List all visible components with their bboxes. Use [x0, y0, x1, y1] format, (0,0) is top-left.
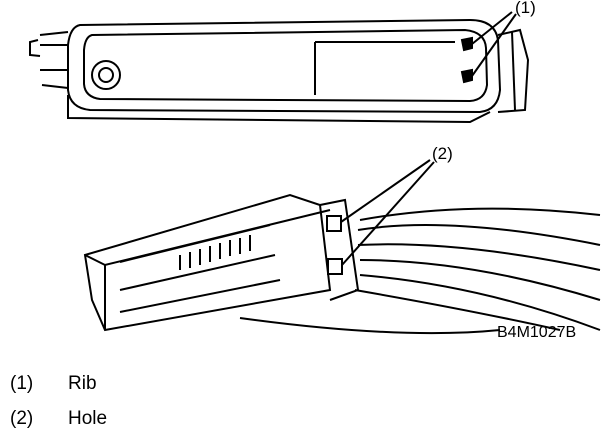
- legend-label: Rib: [68, 373, 97, 394]
- leader-line-1a: [471, 11, 513, 45]
- figure-code: B4M1027B: [497, 324, 577, 341]
- leader-line-2b: [341, 161, 435, 266]
- leader-line-2a: [340, 159, 431, 223]
- legend-label: Hole: [68, 408, 108, 429]
- callout-hole: (2): [432, 144, 453, 163]
- legend-item-hole: (2) Hole: [10, 408, 107, 430]
- legend-item-rib: (1) Rib: [10, 373, 97, 395]
- legend-number: (1): [10, 373, 34, 394]
- legend-number: (2): [10, 408, 34, 429]
- connector-cover: [29, 11, 530, 124]
- connector-body: [83, 159, 601, 335]
- leader-line-1b: [471, 13, 517, 77]
- callout-rib: (1): [515, 0, 536, 17]
